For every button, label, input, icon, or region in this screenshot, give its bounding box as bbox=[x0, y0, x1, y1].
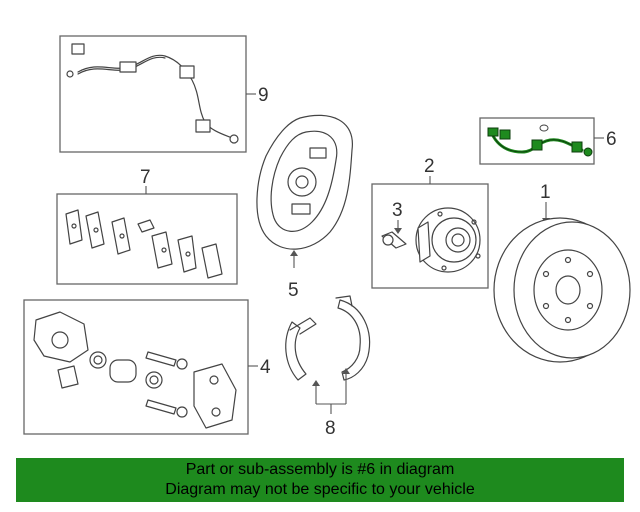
part-5-backing-plate[interactable]: 5 bbox=[256, 114, 353, 301]
part-1-brake-rotor[interactable]: 1 bbox=[493, 182, 631, 363]
parts-diagram: 9 6 7 bbox=[23, 35, 631, 439]
footer-line-2: Diagram may not be specific to your vehi… bbox=[165, 481, 475, 498]
part-3-hub-bolt[interactable]: 3 bbox=[381, 200, 407, 249]
footer-banner: Part or sub-assembly is #6 in diagram Di… bbox=[16, 458, 624, 502]
callout-3: 3 bbox=[392, 200, 403, 221]
part-9-speed-sensor[interactable]: 9 bbox=[59, 35, 269, 153]
callout-8: 8 bbox=[325, 418, 336, 439]
part-2-hub-bearing[interactable]: 2 bbox=[371, 156, 489, 289]
footer-line-1: Part or sub-assembly is #6 in diagram bbox=[185, 461, 455, 478]
part-4-caliper[interactable]: 4 bbox=[23, 299, 271, 435]
callout-4: 4 bbox=[260, 357, 271, 378]
part-6-harness-highlighted[interactable]: 6 bbox=[479, 117, 617, 165]
callout-5: 5 bbox=[288, 280, 299, 301]
part-7-brake-pads[interactable]: 7 bbox=[56, 167, 238, 285]
callout-2: 2 bbox=[424, 156, 435, 177]
callout-6: 6 bbox=[606, 129, 617, 150]
part-8-parking-shoes[interactable]: 8 bbox=[285, 295, 371, 439]
callout-7: 7 bbox=[140, 167, 151, 188]
callout-1: 1 bbox=[540, 182, 551, 203]
callout-9: 9 bbox=[258, 85, 269, 106]
